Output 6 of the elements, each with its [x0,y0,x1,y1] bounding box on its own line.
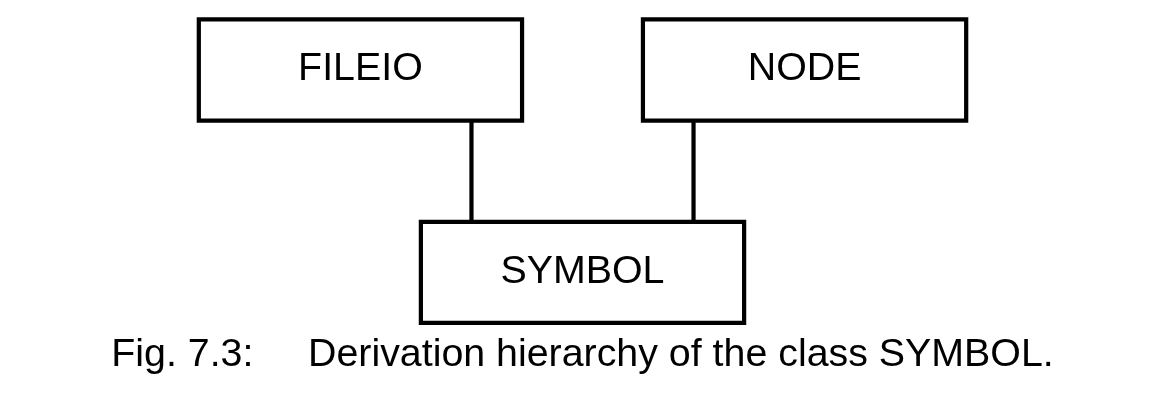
caption: Fig. 7.3: Derivation hierarchy of the class SYMBOL. [110,329,1054,374]
connector [468,121,474,221]
node-box: FILEIO [196,17,524,123]
node-box: NODE [640,17,968,123]
connector [690,121,696,221]
node-box: SYMBOL [418,219,746,326]
